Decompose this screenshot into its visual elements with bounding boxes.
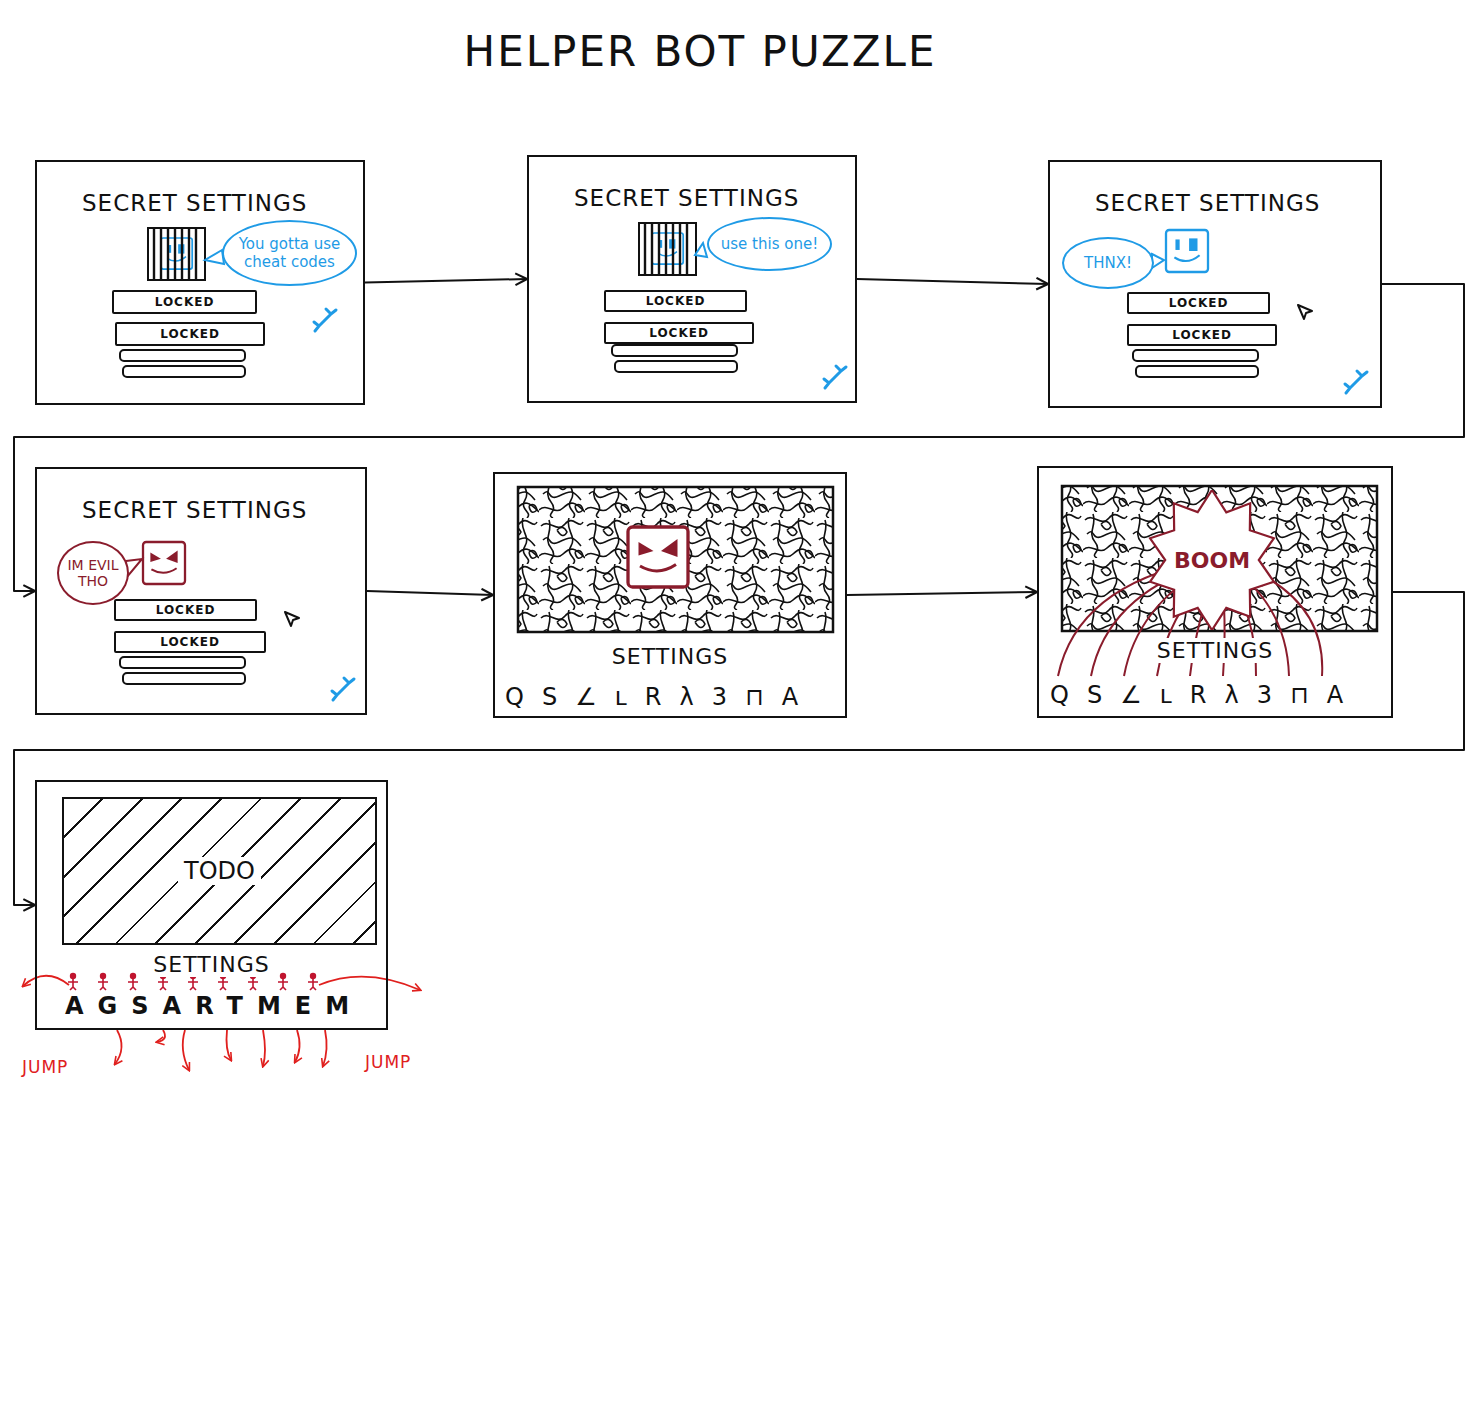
frame-art <box>1166 230 1208 272</box>
button-label: LOCKED <box>1172 328 1232 342</box>
screen-frame: SECRET SETTINGS IM EVIL THO LOCKED LOCKED <box>35 467 367 715</box>
speech-bubble: IM EVIL THO <box>57 541 129 605</box>
jumping-bots <box>128 973 138 990</box>
jump-note-wrap: JUMP <box>365 1053 411 1073</box>
speech-bubble: You gotta use cheat codes <box>222 220 357 286</box>
screen-title: SECRET SETTINGS <box>82 497 307 523</box>
frame-art <box>120 657 245 684</box>
glitch-panel <box>628 527 688 587</box>
screen-frame: SETTINGS BOOM <box>1037 466 1393 718</box>
jumping-bots <box>295 1030 300 1062</box>
frame-art <box>332 678 354 700</box>
flow-arrow <box>857 279 1048 284</box>
jump-note: JUMP <box>22 1058 68 1078</box>
speech-bubble: THNX! <box>1062 237 1154 289</box>
jumping-bots <box>278 973 288 990</box>
bubble-text: TODO <box>178 857 261 885</box>
locked-button: LOCKED <box>112 290 257 314</box>
bubble-text: THNX! <box>1084 254 1132 272</box>
jumping-bots <box>308 973 318 990</box>
jump-note: JUMP <box>365 1053 411 1073</box>
screen-title: SETTINGS <box>149 952 273 977</box>
title-wrap: HELPER BOT PUZZLE <box>200 28 1200 76</box>
glyph-row-wrap: AGSARTMEM <box>65 993 363 1021</box>
button-label: LOCKED <box>156 603 216 617</box>
screen-title: SECRET SETTINGS <box>574 185 799 211</box>
frame-art <box>824 366 846 388</box>
jumping-bots <box>68 973 78 990</box>
glyph-row: QS∠ʟRλ3⊓A <box>505 684 816 712</box>
sound-effect: BOOM <box>1174 548 1250 573</box>
frame-art <box>1345 371 1367 393</box>
frame-art <box>285 612 299 626</box>
jumping-bots <box>183 1030 189 1070</box>
jump-note-wrap: JUMP <box>22 1058 68 1078</box>
locked-button: LOCKED <box>114 599 257 621</box>
glitch-panel <box>1058 486 1377 676</box>
screen-frame: SECRET SETTINGS THNX! LOCKED LOCKED <box>1048 160 1382 408</box>
placeholder-box: TODO <box>62 797 377 945</box>
button-label: LOCKED <box>160 327 220 341</box>
frame-art <box>612 345 737 372</box>
frame-art <box>695 243 707 257</box>
button-label: LOCKED <box>155 295 215 309</box>
jumping-bots <box>115 1030 122 1064</box>
frame-art <box>639 223 696 275</box>
button-label: LOCKED <box>1169 296 1229 310</box>
glitch-panel <box>1062 486 1377 631</box>
jumping-bots <box>157 1030 165 1042</box>
screen-frame: SECRET SETTINGS You gotta use cheat codes… <box>35 160 365 405</box>
frame-art <box>120 542 354 700</box>
jumping-bots <box>227 1030 232 1060</box>
frame-art <box>314 309 336 331</box>
frame-art <box>148 228 205 280</box>
bubble-text: You gotta use cheat codes <box>234 235 345 271</box>
jumping-bots <box>263 1030 265 1066</box>
jumping-bots <box>319 977 420 990</box>
jumping-bots <box>23 973 420 1070</box>
locked-button: LOCKED <box>604 290 747 312</box>
diagram-title: HELPER BOT PUZZLE <box>464 28 937 76</box>
jumping-bots <box>323 1030 327 1066</box>
bubble-text: use this one! <box>721 235 818 253</box>
glitch-panel <box>518 487 833 632</box>
glyph-row: QS∠ʟRλ3⊓A <box>1050 682 1361 710</box>
glyph-row-wrap: QS∠ʟRλ3⊓A <box>505 684 816 712</box>
locked-button: LOCKED <box>1127 324 1277 346</box>
button-label: LOCKED <box>649 326 709 340</box>
flow-arrow <box>847 592 1037 595</box>
flow-arrow <box>14 592 1464 905</box>
button-label: LOCKED <box>646 294 706 308</box>
locked-button: LOCKED <box>1127 292 1270 314</box>
frame-art <box>120 350 245 377</box>
screen-title: SETTINGS <box>608 644 732 669</box>
glyph-row: AGSARTMEM <box>65 993 363 1021</box>
glitch-panel <box>518 487 833 632</box>
screen-frame: SETTINGS <box>493 472 847 718</box>
locked-button: LOCKED <box>114 631 266 653</box>
burst-outline <box>1150 490 1274 630</box>
screen-frame: SECRET SETTINGS use this one! LOCKED LOCKED <box>527 155 857 403</box>
button-label: LOCKED <box>160 635 220 649</box>
screen-title: SECRET SETTINGS <box>82 190 307 216</box>
jumping-bots <box>23 976 69 986</box>
frame-art <box>1133 350 1258 377</box>
locked-button: LOCKED <box>115 322 265 346</box>
flow-arrow <box>367 591 493 595</box>
screen-title: SECRET SETTINGS <box>1095 190 1320 216</box>
jumping-bots <box>98 973 108 990</box>
frame-art <box>1298 305 1312 319</box>
flow-arrow <box>365 279 527 283</box>
speech-bubble: use this one! <box>707 217 832 271</box>
jumping-bots <box>23 976 420 1070</box>
locked-button: LOCKED <box>604 322 754 344</box>
bubble-text: IM EVIL THO <box>67 557 119 589</box>
glyph-row-wrap: QS∠ʟRλ3⊓A <box>1050 682 1361 710</box>
frame-art <box>143 542 185 584</box>
explosion-burst: BOOM <box>1147 490 1277 630</box>
screen-title: SETTINGS <box>1153 638 1277 663</box>
